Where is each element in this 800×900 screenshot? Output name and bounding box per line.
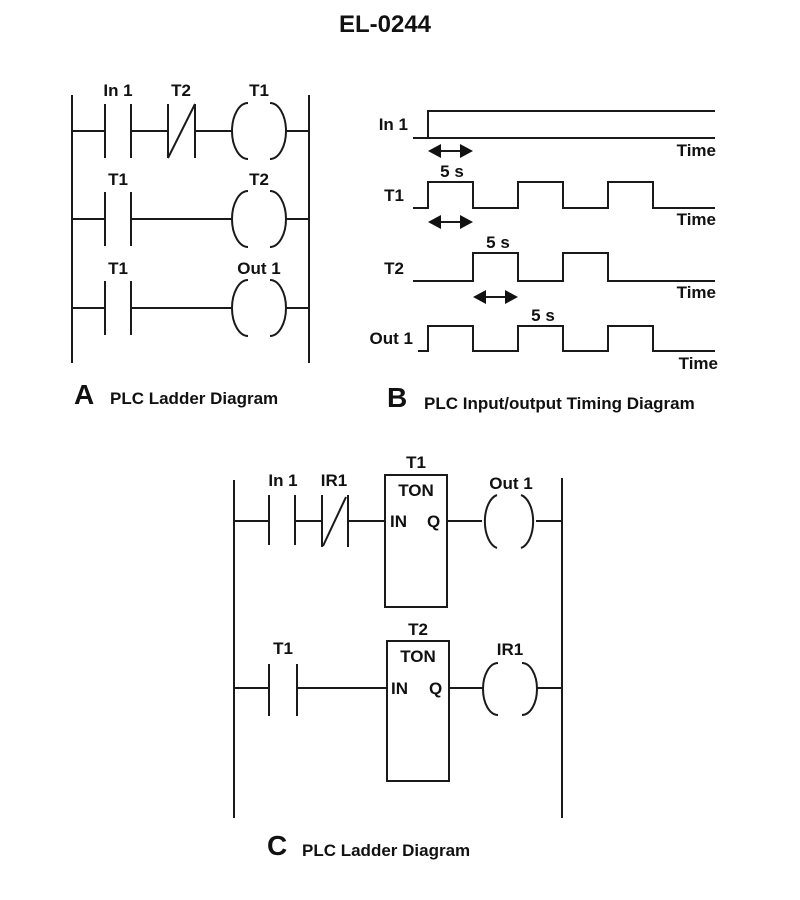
panel-b-letter: B: [387, 382, 407, 413]
timer-input-label: IN: [390, 512, 407, 531]
contact-label: IR1: [321, 471, 347, 490]
timer-output-label: Q: [429, 679, 442, 698]
rung-a2: T1 T2: [72, 170, 309, 248]
panel-a-ladder-diagram: In 1 T2 T1 T1: [71, 81, 310, 410]
panel-c-ladder-diagram: In 1 IR1 T1 TON IN Q Out 1: [233, 453, 563, 861]
time-axis-label: Time: [677, 283, 716, 302]
no-contact-symbol: [104, 104, 132, 158]
contact-label: T1: [108, 259, 128, 278]
timer-input-label: IN: [391, 679, 408, 698]
time-axis-label: Time: [679, 354, 718, 373]
coil-symbol: [231, 190, 287, 248]
rung-a1: In 1 T2 T1: [72, 81, 309, 160]
no-contact-symbol: [268, 664, 298, 716]
coil-symbol: [231, 279, 287, 337]
no-contact-symbol: [104, 281, 132, 335]
coil-label: T2: [249, 170, 269, 189]
timer-type: TON: [400, 647, 436, 666]
waveform-in1: [413, 110, 715, 139]
rung-c2: T1 T2 TON IN Q IR1: [234, 620, 562, 782]
panel-c-letter: C: [267, 830, 287, 861]
coil-symbol: [482, 662, 538, 716]
signal-label-t1: T1: [384, 186, 404, 205]
contact-label: T2: [171, 81, 191, 100]
interval-label: 5 s: [531, 306, 555, 325]
no-contact-symbol: [268, 495, 296, 545]
no-contact-symbol: [104, 192, 132, 246]
ton-timer-block: T2 TON IN Q: [386, 620, 450, 782]
coil-label: Out 1: [237, 259, 280, 278]
nc-contact-symbol: [321, 495, 349, 547]
timer-name: T2: [408, 620, 428, 639]
interval-arrow-icon: [428, 144, 473, 158]
interval-arrow-icon: [428, 215, 473, 229]
waveform-out1: [418, 325, 715, 352]
coil-label: IR1: [497, 640, 523, 659]
coil-label: T1: [249, 81, 269, 100]
figure-title: EL-0244: [339, 11, 432, 38]
nc-contact-symbol: [167, 103, 196, 159]
contact-label: T1: [108, 170, 128, 189]
coil-symbol: [231, 102, 287, 160]
timer-output-label: Q: [427, 512, 440, 531]
coil-label: Out 1: [489, 474, 532, 493]
interval-label: 5 s: [440, 162, 464, 181]
timer-name: T1: [406, 453, 426, 472]
time-axis-label: Time: [677, 210, 716, 229]
panel-a-caption: PLC Ladder Diagram: [110, 389, 278, 408]
contact-label: In 1: [268, 471, 297, 490]
signal-label-in1: In 1: [379, 115, 408, 134]
waveform-t1: [413, 181, 715, 209]
signal-label-t2: T2: [384, 259, 404, 278]
rung-c1: In 1 IR1 T1 TON IN Q Out 1: [234, 453, 562, 608]
rung-a3: T1 Out 1: [72, 259, 309, 337]
panel-a-letter: A: [74, 379, 94, 410]
timer-type: TON: [398, 481, 434, 500]
coil-symbol: [483, 494, 535, 549]
panel-b-caption: PLC Input/output Timing Diagram: [424, 394, 695, 413]
panel-c-caption: PLC Ladder Diagram: [302, 841, 470, 860]
ton-timer-block: T1 TON IN Q: [384, 453, 448, 608]
signal-label-out1: Out 1: [370, 329, 413, 348]
panel-b-timing-diagram: In 1 T1 T2 Out 1 Time Time Time Time 5 s…: [370, 110, 718, 373]
contact-label: In 1: [103, 81, 132, 100]
contact-label: T1: [273, 639, 293, 658]
interval-label: 5 s: [486, 233, 510, 252]
waveform-t2: [413, 252, 715, 282]
interval-arrow-icon: [473, 290, 518, 304]
time-axis-label: Time: [677, 141, 716, 160]
